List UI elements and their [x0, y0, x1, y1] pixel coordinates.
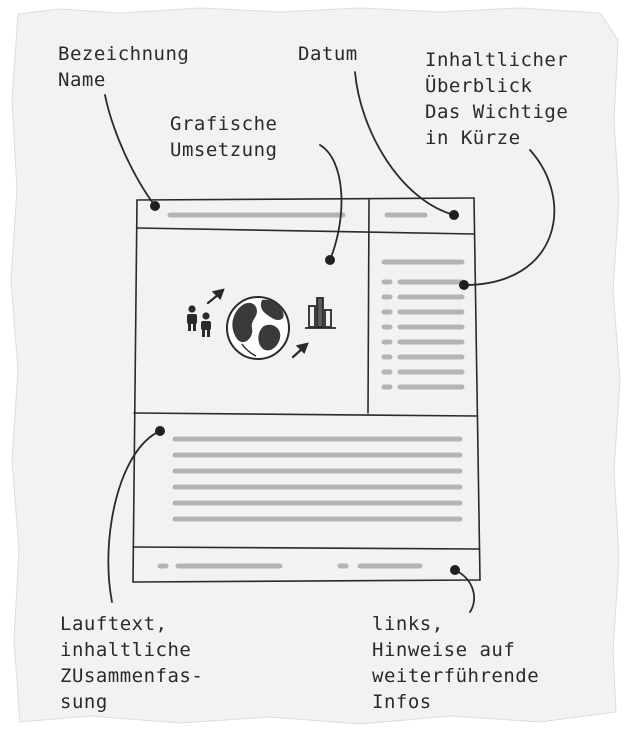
bar-chart-icon: [305, 297, 336, 329]
annotation-inhalt-line: Überblick: [425, 74, 533, 97]
arrow-icon: [206, 288, 225, 305]
annotation-inhalt-line: in Kürze: [425, 127, 521, 149]
annotation-datum: Datum: [298, 43, 358, 65]
annotation-inhalt-line: Das Wichtige: [425, 101, 568, 123]
globe-icon: [226, 296, 290, 360]
leader-lines: [104, 71, 556, 613]
annotation-datum-line: Datum: [298, 43, 358, 65]
annotation-links-line: Hinweise auf: [372, 639, 515, 661]
annotation-lauftext: Lauftext, inhaltliche ZUsammenfas- sung: [60, 613, 203, 713]
leader-dots: [150, 201, 469, 575]
annotation-grafik-line: Umsetzung: [170, 139, 277, 161]
body-text-placeholder: [172, 436, 463, 522]
annotation-grafik: Grafische Umsetzung: [170, 113, 277, 161]
annotation-inhalt-line: Inhaltlicher: [425, 49, 568, 71]
annotation-links-line: weiterführende: [372, 665, 539, 687]
annotation-lauftext-line: sung: [60, 691, 108, 713]
annotation-links-line: links,: [372, 613, 444, 635]
paper-background: [10, 7, 621, 725]
arrow-icon: [291, 342, 309, 359]
annotation-name-line: Name: [58, 69, 106, 91]
annotation-lauftext-line: ZUsammenfas-: [60, 665, 203, 687]
annotation-name: Bezeichnung Name: [58, 43, 189, 91]
annotation-grafik-line: Grafische: [170, 113, 277, 135]
annotation-lauftext-line: inhaltliche: [60, 639, 191, 661]
sheet-frame: [132, 197, 481, 583]
annotation-links-line: Infos: [372, 691, 432, 713]
annotation-inhalt: Inhaltlicher Überblick Das Wichtige in K…: [425, 49, 568, 149]
annotation-links: links, Hinweise auf weiterführende Infos: [372, 613, 539, 713]
overview-placeholder-list: [381, 259, 465, 390]
annotation-lauftext-line: Lauftext,: [60, 613, 167, 635]
annotation-name-line: Bezeichnung: [58, 43, 189, 65]
people-icon: [187, 305, 211, 337]
